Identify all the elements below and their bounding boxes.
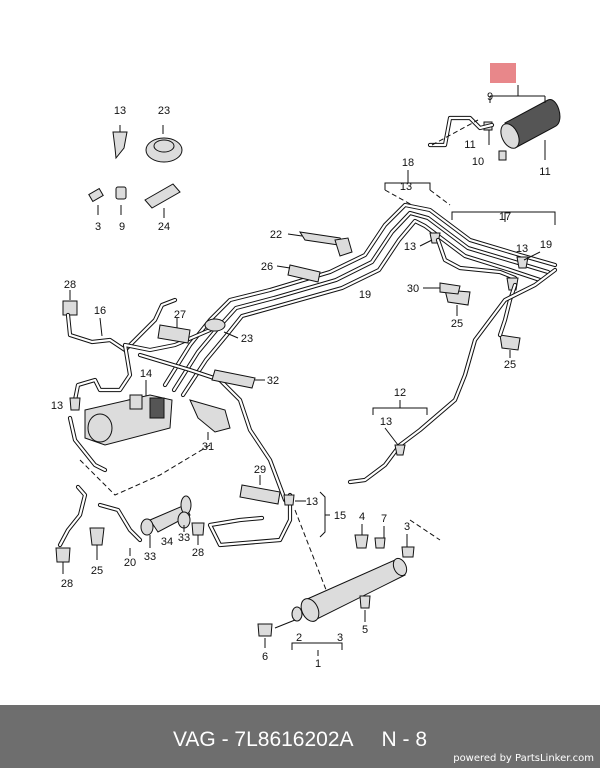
callout-29: 29 xyxy=(254,464,266,476)
callout-7: 7 xyxy=(381,513,387,525)
part-3-connector xyxy=(88,187,104,215)
callout-16: 16 xyxy=(94,305,106,317)
callout-22: 22 xyxy=(270,229,282,241)
callout-32: 32 xyxy=(267,375,279,387)
callout-13: 13 xyxy=(380,416,392,428)
part-14-canister xyxy=(84,380,173,446)
callout-6: 6 xyxy=(262,651,268,663)
callout-28: 28 xyxy=(192,547,204,559)
callout-4: 4 xyxy=(359,511,365,523)
callout-13: 13 xyxy=(114,105,126,117)
callout-11: 11 xyxy=(464,139,475,151)
footer-bar xyxy=(0,705,600,768)
fuel-line-diagram: 8 9 11 10 11 13 23 3 9 24 18 13 17 22 13… xyxy=(51,69,561,670)
part-9-valve xyxy=(115,186,127,215)
callout-33: 33 xyxy=(144,551,156,563)
callout-28: 28 xyxy=(61,578,73,590)
callout-9: 9 xyxy=(119,221,125,233)
callout-3: 3 xyxy=(337,632,343,644)
callout-28: 28 xyxy=(64,279,76,291)
callout-23: 23 xyxy=(241,333,253,345)
part-13-grommet xyxy=(112,125,128,160)
callout-20: 20 xyxy=(124,557,136,569)
callout-13: 13 xyxy=(516,243,528,255)
callout-11: 11 xyxy=(539,166,550,178)
callout-18: 18 xyxy=(402,157,414,169)
callout-14: 14 xyxy=(140,368,152,380)
callout-10: 10 xyxy=(472,156,484,168)
callout-31: 31 xyxy=(202,441,214,453)
callout-19: 19 xyxy=(359,289,371,301)
part-8-fuel-filter xyxy=(483,85,561,161)
callout-12: 12 xyxy=(394,387,406,399)
callout-3: 3 xyxy=(95,221,101,233)
callout-19: 19 xyxy=(540,239,552,251)
callout-25: 25 xyxy=(504,359,516,371)
callout-25: 25 xyxy=(91,565,103,577)
part-24-connector xyxy=(144,183,181,218)
callout-25: 25 xyxy=(451,318,463,330)
callout-9: 9 xyxy=(487,91,493,103)
powered-by-label[interactable]: powered by PartsLinker.com xyxy=(453,753,594,764)
callout-5: 5 xyxy=(362,624,368,636)
callout-13: 13 xyxy=(404,241,416,253)
callout-34: 34 xyxy=(161,536,173,548)
callout-13: 13 xyxy=(400,181,412,193)
part-number-title: VAG - 7L8616202A N - 8 xyxy=(172,728,428,751)
callout-15: 15 xyxy=(334,510,346,522)
callout-13: 13 xyxy=(51,400,63,412)
callout-33: 33 xyxy=(178,532,190,544)
callout-27: 27 xyxy=(174,309,186,321)
callout-13: 13 xyxy=(306,496,318,508)
callout-2: 2 xyxy=(296,632,302,644)
callout-24: 24 xyxy=(158,221,170,233)
callout-30: 30 xyxy=(407,283,419,295)
callout-26: 26 xyxy=(261,261,273,273)
selected-part-highlight xyxy=(490,63,516,83)
callout-3: 3 xyxy=(404,521,410,533)
callout-23: 23 xyxy=(158,105,170,117)
part-34-filter xyxy=(149,495,192,533)
part-1-fuel-filter xyxy=(300,557,408,622)
part-23-cap xyxy=(145,125,183,163)
callout-1: 1 xyxy=(315,658,321,670)
callout-17: 17 xyxy=(499,211,511,223)
